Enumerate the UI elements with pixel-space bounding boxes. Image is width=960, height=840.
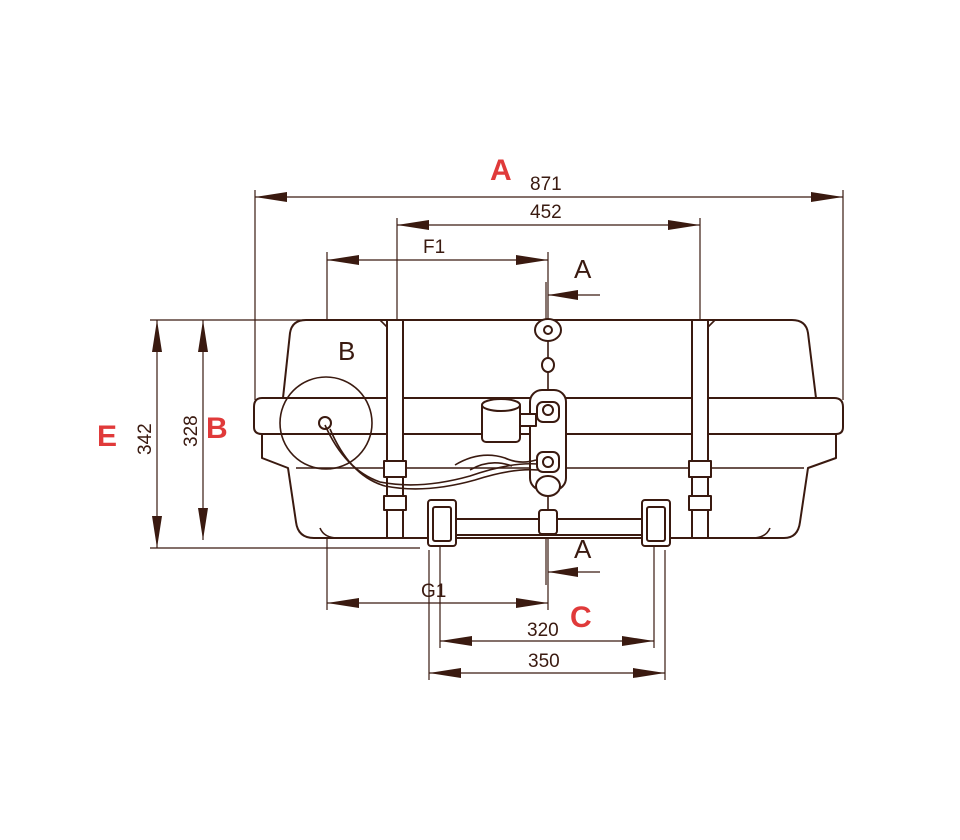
dimension-line-342 <box>152 320 162 548</box>
dim-452-label: 452 <box>530 202 562 223</box>
dimension-line-871 <box>255 192 843 202</box>
dim-f1-label: F1 <box>423 237 445 258</box>
dimension-line-320 <box>440 636 654 646</box>
section-label-top: A <box>574 254 592 284</box>
detail-circle-b <box>279 376 373 470</box>
release-assembly <box>481 318 567 535</box>
callout-e: E <box>97 420 117 453</box>
dim-871-label: 871 <box>530 174 562 195</box>
dim-g1-label: G1 <box>421 581 446 602</box>
dimension-line-350 <box>429 668 665 678</box>
callout-b: B <box>206 412 228 445</box>
section-label-bottom: A <box>574 534 592 564</box>
dimension-line-f1 <box>327 255 548 265</box>
detail-label-b: B <box>338 336 355 366</box>
dim-320-label: 320 <box>527 620 559 641</box>
dim-342-label: 342 <box>135 423 156 455</box>
dimension-line-g1 <box>327 598 548 608</box>
callout-c: C <box>570 601 592 634</box>
dimension-line-328 <box>198 320 208 540</box>
dim-328-label: 328 <box>181 415 202 447</box>
dim-350-label: 350 <box>528 651 560 672</box>
strap-left <box>383 319 407 539</box>
callout-a: A <box>490 154 512 187</box>
dimension-line-452 <box>397 220 700 230</box>
painter-line <box>324 424 539 490</box>
strap-right <box>688 319 712 539</box>
